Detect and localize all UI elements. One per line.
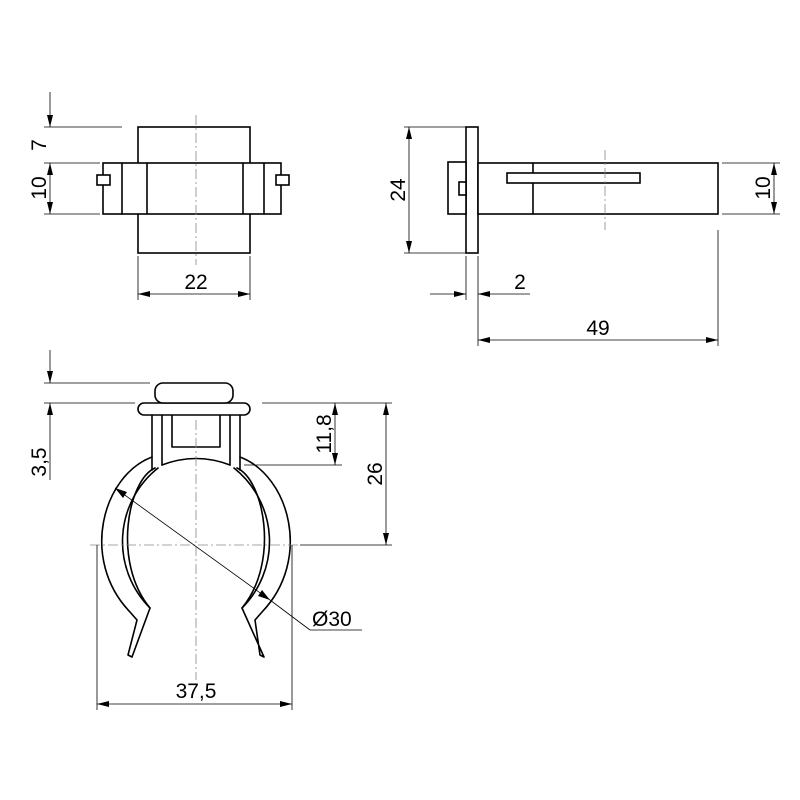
dim-body-height-label: 10 [28,176,51,199]
dim-side-height-label: 24 [387,178,410,202]
dim-side-length-label: 49 [586,317,609,340]
dim-plate-thickness-label: 2 [514,271,526,294]
dim-arm-height-label: 10 [752,176,775,199]
front-view: Ø30 3,5 11,8 26 37,5 [28,350,392,710]
dim-top-width-label: 22 [184,271,207,294]
dim-neck-height-label: 11,8 [313,414,336,453]
dim-center-height-label: 26 [364,462,387,485]
side-view: 24 10 2 49 [387,126,780,346]
dim-front-width-label: 37,5 [176,680,217,703]
dim-cap-height-label: 3,5 [28,447,51,476]
dim-diameter-label: Ø30 [312,608,352,631]
top-view: 7 10 22 [28,92,290,300]
dim-top-height-label: 7 [28,139,51,151]
